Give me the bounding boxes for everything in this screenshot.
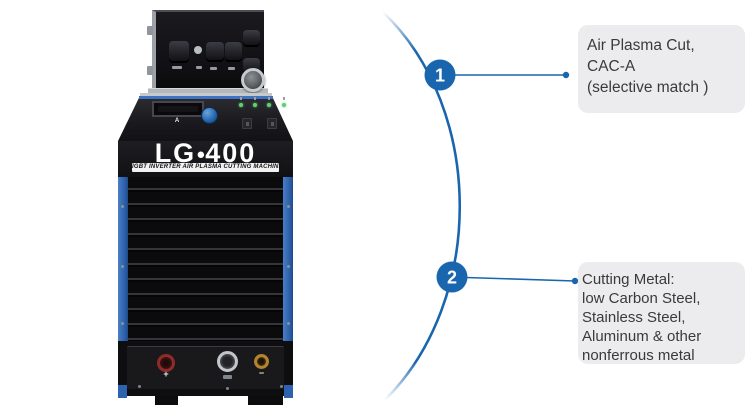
screw-icon	[121, 322, 124, 325]
callout-box-2: Cutting Metal: low Carbon Steel, Stainle…	[578, 262, 745, 364]
vent-louvers	[128, 177, 283, 341]
machine-foot	[248, 396, 283, 405]
current-adjust-knob	[201, 107, 218, 124]
screw-icon	[121, 265, 124, 268]
hinge-icon	[147, 26, 153, 35]
indicator-led-icon	[239, 103, 243, 107]
indicator-led-icon	[253, 103, 257, 107]
display-screen	[158, 106, 198, 112]
model-number: 400	[205, 138, 257, 168]
callout-1-line: Air Plasma Cut,	[587, 37, 695, 54]
positive-terminal-label: +	[163, 369, 169, 379]
callout-2-line: Stainless Steel,	[582, 309, 686, 326]
indicator-led-icon	[282, 103, 286, 107]
model-separator: ●	[196, 146, 206, 163]
panel-switch-icon	[242, 118, 252, 129]
led-mark-icon	[283, 97, 285, 100]
callout-box-1: Air Plasma Cut, CAC-A (selective match )	[578, 25, 745, 113]
side-rail-left	[118, 177, 128, 341]
callout-marker-2-number: 2	[447, 268, 457, 288]
control-box-base	[148, 88, 268, 94]
torch-symbol-icon	[223, 375, 232, 379]
callout-marker-1-number: 1	[435, 66, 445, 86]
connector-panel: + −	[118, 341, 293, 405]
callout-2-line: Aluminum & other	[582, 328, 702, 345]
callout-1-line: CAC-A	[587, 58, 636, 75]
hinge-icon	[147, 66, 153, 75]
knob-icon	[225, 42, 242, 60]
pressure-gauge-icon	[241, 68, 265, 92]
led-mark-icon	[240, 97, 242, 100]
ammeter-display	[152, 101, 204, 117]
callout-2-line: low Carbon Steel,	[582, 290, 701, 307]
callout-line-2	[465, 276, 576, 282]
led-mark-icon	[254, 97, 256, 100]
screw-icon	[121, 205, 124, 208]
function-glyph-icon	[196, 66, 202, 69]
machine-foot	[155, 396, 178, 405]
callout-2-line: Cutting Metal:	[582, 271, 675, 288]
knob-icon	[169, 41, 189, 61]
led-mark-icon	[268, 97, 270, 100]
callout-1-line: (selective match )	[587, 79, 709, 96]
tagline-strip: IGBT INVERTER AIR PLASMA CUTTING MACHINE	[132, 163, 283, 172]
indicator-led-icon	[267, 103, 271, 107]
machine-top-edge	[140, 93, 272, 97]
tagline-text: IGBT INVERTER AIR PLASMA CUTTING MACHINE	[132, 164, 283, 170]
negative-terminal-label: −	[258, 368, 265, 378]
torch-terminal-icon	[217, 351, 238, 372]
ammeter-unit-label: A	[174, 118, 180, 124]
negative-terminal-icon	[254, 354, 269, 369]
screw-icon	[287, 322, 290, 325]
knob-icon	[206, 42, 224, 60]
blue-corner-cap	[118, 385, 127, 398]
knob-icon	[243, 30, 260, 45]
screw-icon	[138, 385, 141, 388]
screw-icon	[280, 385, 283, 388]
screw-icon	[287, 205, 290, 208]
function-glyph-icon	[210, 67, 217, 70]
model-prefix: LG	[154, 138, 197, 168]
side-rail-right	[283, 177, 293, 341]
function-glyph-icon	[172, 66, 182, 69]
callout-marker-1	[424, 59, 456, 91]
port-icon	[194, 46, 202, 54]
flow-arc	[382, 11, 462, 401]
panel-switch-icon	[267, 118, 277, 129]
callout-dot-1	[562, 71, 570, 79]
callout-2-line: nonferrous metal	[582, 347, 695, 364]
positive-terminal-icon	[157, 354, 175, 372]
callout-marker-2	[436, 261, 468, 293]
panel-blue-trim	[139, 96, 273, 99]
screw-icon	[287, 265, 290, 268]
screw-icon	[226, 387, 229, 390]
vent-louver-section	[118, 177, 293, 341]
blue-corner-cap	[284, 385, 293, 398]
function-glyph-icon	[228, 67, 235, 70]
model-label: LG●400	[118, 140, 293, 168]
